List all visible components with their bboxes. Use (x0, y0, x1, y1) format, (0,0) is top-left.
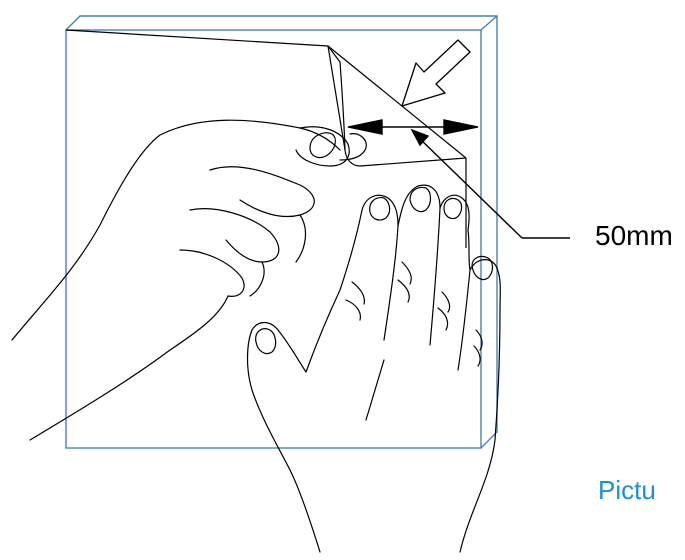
left-hand-illustration (11, 119, 367, 441)
left-palm-bottom (29, 295, 229, 441)
left-index-finger (339, 133, 367, 161)
right-hand-outline (246, 184, 501, 553)
glass-panel-front (65, 29, 482, 449)
measurement-label: 50mm (595, 220, 673, 251)
left-finger-1 (209, 166, 315, 218)
right-finger-separation-1 (383, 225, 399, 341)
dimension-arrow-left (347, 119, 383, 135)
left-thumbnail (309, 132, 336, 159)
direction-arrow-icon (401, 39, 471, 107)
left-knuckle-detail (249, 214, 307, 297)
glass-panel-corner (480, 15, 498, 31)
glass-panel (65, 15, 498, 449)
left-forearm-top (11, 119, 341, 341)
film-fold-line (327, 45, 346, 151)
right-finger-separation-3 (457, 269, 471, 371)
right-nail-1 (369, 197, 391, 221)
left-finger-3 (179, 249, 245, 297)
dimension-arrow-right (443, 119, 479, 135)
right-nail-4 (471, 255, 494, 281)
right-knuckle-creases (345, 261, 483, 421)
right-hand-illustration (246, 184, 501, 553)
right-nail-3 (443, 197, 463, 220)
leader-line (417, 136, 523, 239)
measurement-arrows (347, 119, 570, 239)
right-nail-2 (409, 186, 432, 213)
left-finger-2 (189, 208, 280, 263)
protective-film (65, 29, 467, 248)
right-thumbnail (255, 328, 277, 355)
picture-caption: Pictu (598, 475, 656, 505)
leader-arrowhead (410, 128, 430, 147)
right-finger-separation-2 (429, 207, 441, 346)
